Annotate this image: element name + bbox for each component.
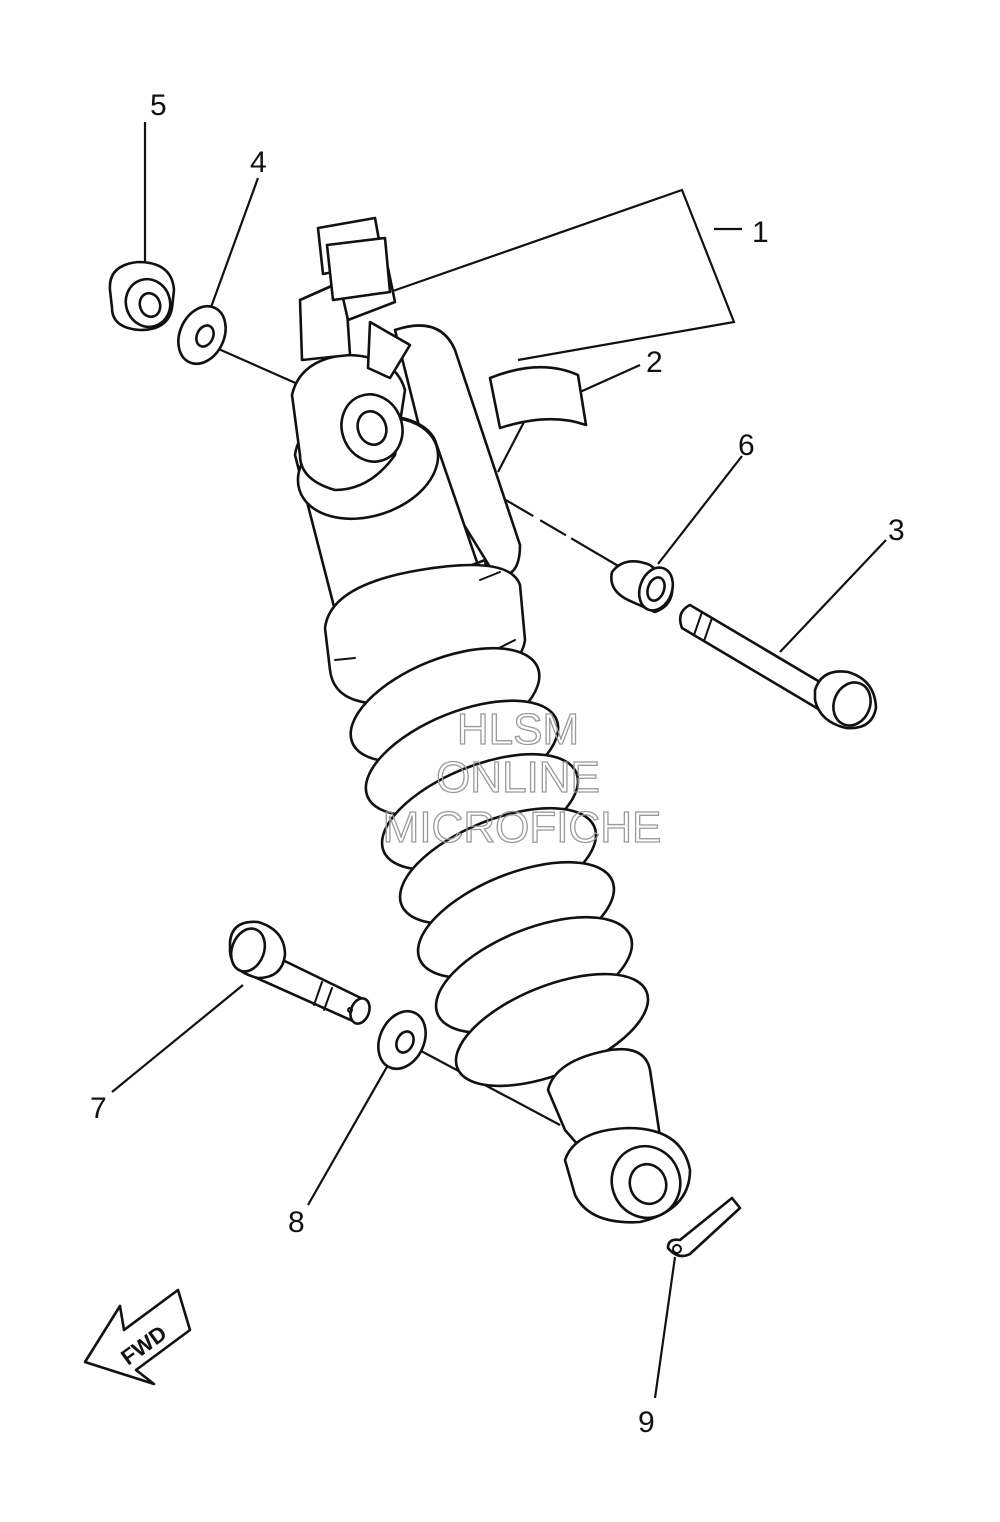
shock-coil-spring bbox=[349, 646, 650, 1088]
callout-6: 6 bbox=[738, 429, 755, 462]
fwd-arrow: FWD bbox=[83, 1288, 192, 1386]
bolt-upper-thread bbox=[693, 611, 713, 642]
callout-9: 9 bbox=[638, 1406, 655, 1439]
washer-upper-hole bbox=[195, 324, 215, 348]
leader-1-bracket bbox=[389, 188, 736, 362]
bolt-lower-head-face bbox=[229, 927, 267, 973]
part-shock-absorber bbox=[290, 216, 692, 1224]
part-cotter-pin bbox=[666, 1196, 742, 1258]
part-collar bbox=[610, 560, 675, 614]
leader-4 bbox=[208, 177, 260, 311]
bolt-upper-shank bbox=[678, 603, 832, 712]
leader-9 bbox=[653, 1256, 677, 1399]
watermark-line-2: ONLINE bbox=[436, 753, 600, 802]
bolt-upper-head-face bbox=[832, 681, 872, 727]
leader-2 bbox=[579, 363, 641, 394]
callout-5: 5 bbox=[150, 89, 167, 122]
part-washer-lower bbox=[377, 1009, 427, 1071]
part-nut bbox=[108, 260, 176, 332]
leader-lines bbox=[111, 122, 887, 1399]
shock-hose-fitting bbox=[366, 320, 412, 380]
cotter-pin-body bbox=[666, 1196, 742, 1258]
bolt-lower-thread bbox=[313, 981, 333, 1011]
leader-3 bbox=[779, 539, 887, 653]
shock-lower-eye-bore bbox=[628, 1162, 668, 1206]
watermark-line-3: MICROFICHE bbox=[383, 803, 662, 852]
part-bolt-lower bbox=[228, 920, 371, 1025]
callouts: 1 2 3 4 5 6 7 8 9 bbox=[90, 89, 905, 1439]
part-bolt-upper bbox=[678, 603, 878, 730]
callout-2: 2 bbox=[646, 346, 663, 379]
leader-8 bbox=[307, 1057, 393, 1206]
leader-7 bbox=[111, 984, 244, 1093]
callout-8: 8 bbox=[288, 1206, 305, 1239]
callout-3: 3 bbox=[888, 514, 905, 547]
axis-upper-left bbox=[204, 341, 301, 387]
callout-1: 1 bbox=[752, 216, 769, 249]
decal-shape bbox=[488, 365, 588, 430]
shock-top-eye-bore bbox=[356, 410, 388, 446]
collar-hole bbox=[646, 576, 666, 602]
callout-7: 7 bbox=[90, 1092, 107, 1125]
cotter-pin-eye bbox=[672, 1244, 682, 1254]
washer-lower-hole bbox=[395, 1030, 415, 1054]
fwd-arrow-shape bbox=[83, 1288, 192, 1386]
shock-adjuster-base bbox=[325, 236, 392, 302]
leader-6 bbox=[657, 455, 743, 565]
bolt-lower-pin-hole bbox=[347, 1007, 353, 1013]
callout-4: 4 bbox=[250, 146, 267, 179]
part-washer-upper bbox=[177, 304, 227, 366]
part-label-decal bbox=[488, 365, 588, 430]
watermark-line-1: HLSM bbox=[457, 705, 579, 754]
nut-hole bbox=[138, 291, 162, 319]
watermark: HLSM ONLINE MICROFICHE bbox=[382, 704, 662, 852]
